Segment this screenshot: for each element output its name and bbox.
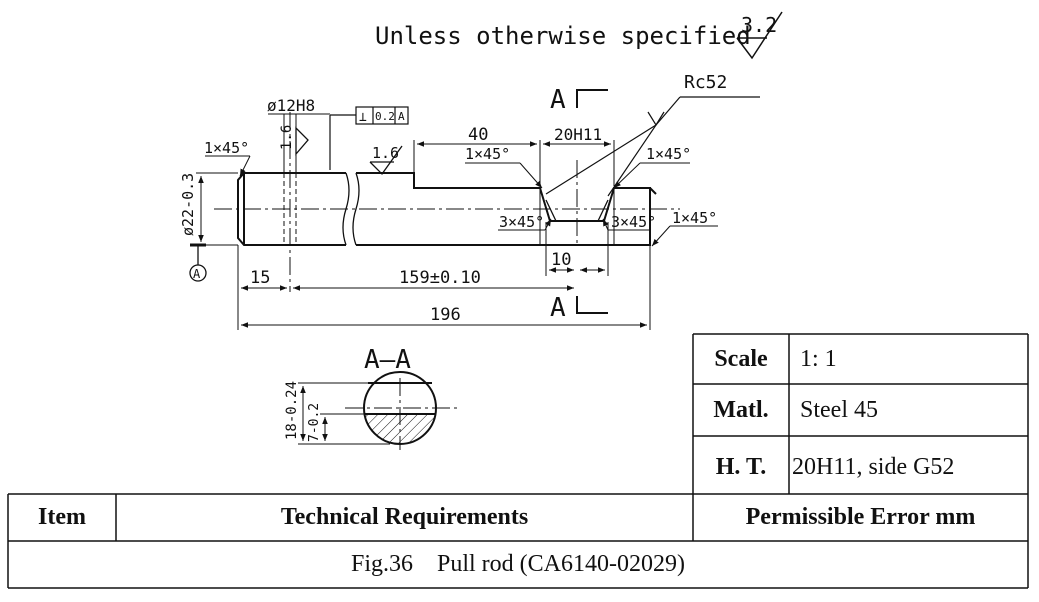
dim-196 (241, 245, 651, 330)
chamfer-left: 1×45° (204, 139, 249, 157)
dim-10 (545, 222, 609, 276)
spec-value-matl: Steel 45 (800, 396, 878, 423)
chamfer-b: 1×45° (646, 145, 691, 163)
chamfer-d: 3×45° (611, 213, 656, 231)
chamfer-e: 1×45° (672, 209, 717, 227)
dim-dia22-text: ø22-0.3 (179, 173, 197, 236)
dim-hole-dia: ø12H8 (267, 96, 315, 115)
dim-10-text: 10 (551, 250, 571, 270)
dim-section-18-text: 18-0.24 (284, 381, 300, 440)
dim-40 (413, 140, 541, 186)
hole-hidden-lines (283, 173, 297, 245)
section-mark-bottom: A (550, 293, 566, 323)
roughness-mid-value: 1.6 (372, 144, 399, 162)
leader-chamfer-left (205, 155, 251, 177)
col-item: Item (38, 504, 86, 530)
section-mark-top: A (550, 85, 566, 115)
perp-symbol: ⊥ (359, 110, 367, 125)
roughness-hole-value: 1.6 (279, 125, 295, 150)
section-cut-top (576, 89, 608, 108)
leader-chamfer-b (613, 162, 690, 189)
spec-value-scale: 1: 1 (800, 345, 837, 372)
dim-15-text: 15 (250, 268, 270, 288)
roughness-symbol-hole (295, 126, 309, 156)
spec-label-scale: Scale (714, 345, 768, 372)
leader-chamfer-d (602, 218, 650, 231)
table-borders (7, 333, 1029, 589)
spec-label-matl: Matl. (713, 396, 769, 423)
dim-section-7-text: 7-0.2 (307, 403, 322, 442)
dim-section-18 (298, 382, 390, 445)
perp-value: 0.2 (375, 110, 395, 123)
section-cut-bottom (576, 296, 608, 314)
dim-159-text: 159±0.10 (399, 268, 481, 288)
dim-section-7 (320, 413, 364, 441)
dim-20h11-text: 20H11 (554, 125, 602, 144)
dim-40-text: 40 (468, 125, 488, 145)
spec-label-ht: H. T. (715, 453, 767, 480)
roughness-symbol-general: 3.2 (736, 11, 783, 60)
figure-caption: Fig.36 Pull rod (CA6140-02029) (350, 551, 685, 577)
perp-datum: A (398, 110, 405, 123)
col-technical-requirements: Technical Requirements (280, 504, 529, 530)
chamfer-c: 3×45° (499, 213, 544, 231)
section-view (345, 371, 460, 450)
datum-marker (189, 243, 207, 282)
col-permissible-error: Permissible Error mm (745, 504, 976, 530)
datum-letter: A (193, 267, 201, 281)
dim-hole (268, 113, 330, 172)
leader-chamfer-e (651, 225, 718, 247)
leader-hardness (545, 96, 760, 197)
dim-196-text: 196 (430, 305, 461, 325)
section-title: A—A (364, 345, 411, 375)
spec-value-ht: 20H11, side G52 (792, 453, 955, 480)
perpendicularity-frame (329, 106, 409, 170)
chamfer-a: 1×45° (465, 145, 510, 163)
roughness-general-value: 3.2 (741, 13, 777, 37)
dim-20h11 (543, 140, 615, 186)
hardness-label: Rc52 (684, 72, 727, 93)
roughness-symbol-mid (369, 145, 403, 176)
leader-chamfer-a (465, 162, 543, 189)
dim-15 (237, 245, 287, 330)
header-note: Unless otherwise specified (375, 22, 751, 50)
